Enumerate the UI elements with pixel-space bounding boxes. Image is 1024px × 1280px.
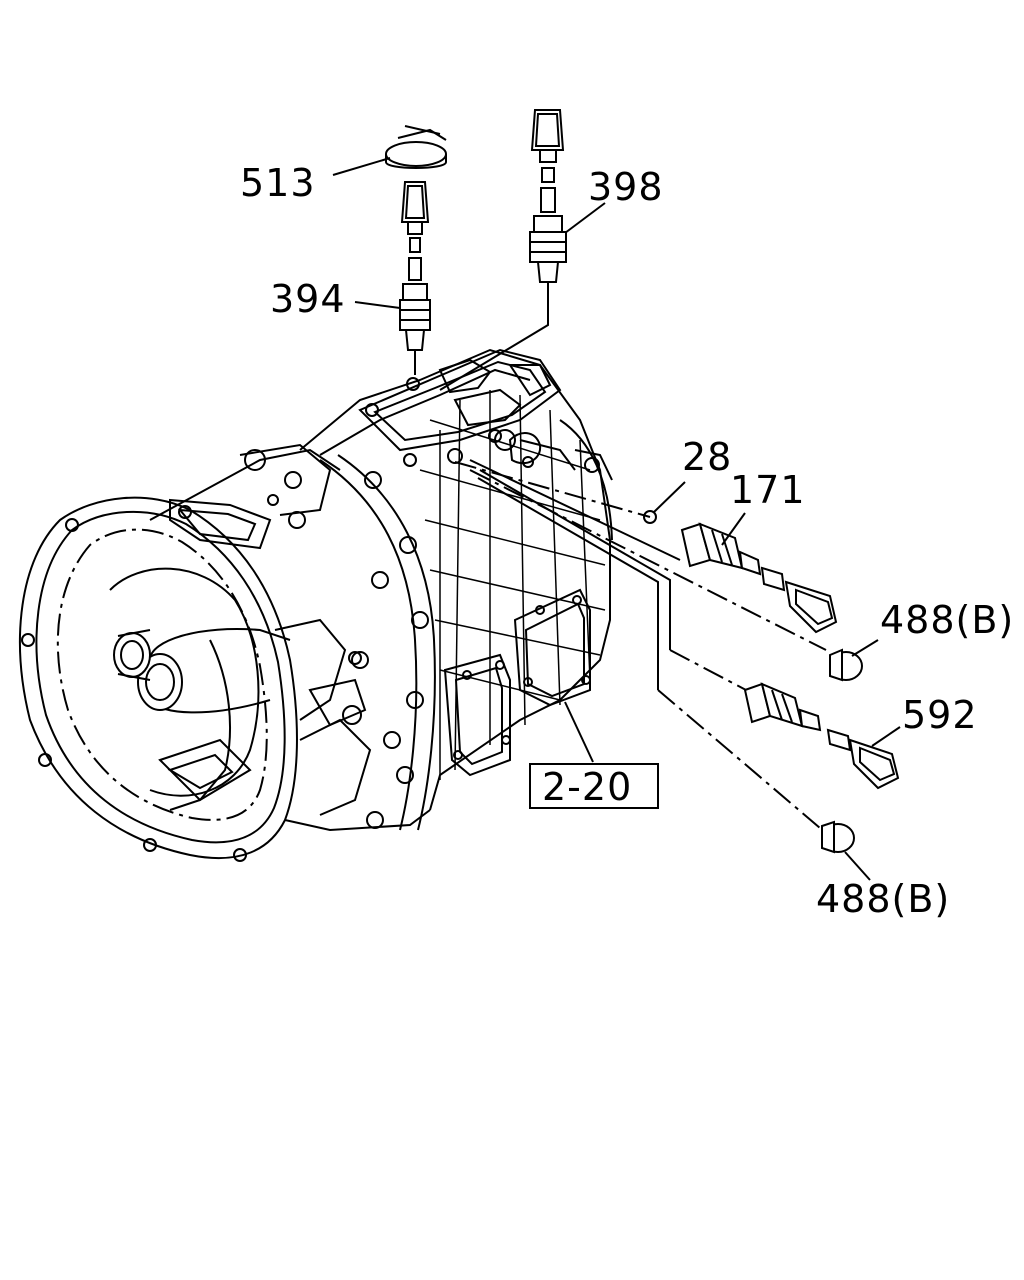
label-171: 171	[730, 468, 806, 512]
installation-lines	[454, 459, 827, 829]
part-398-sensor	[439, 109, 567, 391]
label-398: 398	[588, 165, 664, 209]
label-2-20: 2-20	[542, 765, 632, 809]
case-rib-grid	[419, 390, 606, 780]
part-394-sensor	[399, 181, 431, 375]
part-592-switch	[743, 682, 900, 790]
leader-lines	[332, 157, 901, 881]
part-513-clip	[385, 125, 447, 169]
label-488b-bottom: 488(B)	[816, 877, 950, 921]
ref-box-2-20: 2-20	[529, 763, 659, 809]
label-488b-top: 488(B)	[880, 598, 1014, 642]
label-394: 394	[270, 277, 346, 321]
label-513: 513	[240, 161, 316, 205]
part-488b-plug-top	[829, 648, 863, 682]
transmission-housing	[19, 348, 613, 862]
part-488b-plug-bottom	[821, 820, 855, 854]
label-592: 592	[902, 693, 978, 737]
part-171-switch	[680, 522, 838, 634]
label-28: 28	[682, 435, 732, 479]
